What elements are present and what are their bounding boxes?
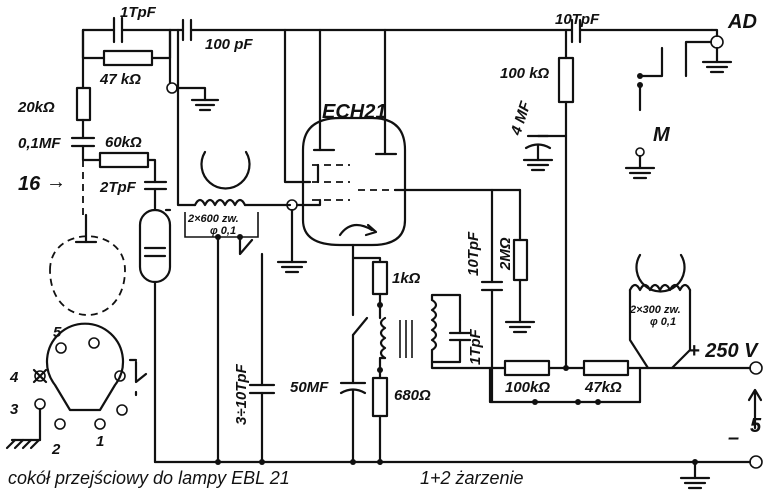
grid-node <box>276 198 322 274</box>
coil-2x600 <box>176 28 292 464</box>
label-ant-ad: AD <box>727 11 757 33</box>
transformer <box>378 293 492 370</box>
resistor-1k <box>371 260 389 308</box>
label-c-1tpf-mid: 1TpF <box>467 328 484 365</box>
label-c-4mf: 4 MF <box>507 99 534 138</box>
label-r-680: 680Ω <box>394 387 431 404</box>
label-r-47k-bottom: 47kΩ <box>584 379 622 396</box>
label-r-100k-bottom: 100kΩ <box>505 379 550 396</box>
antenna-m <box>624 147 656 180</box>
small-tube <box>138 203 172 464</box>
label-r-100k-top: 100 kΩ <box>500 65 550 82</box>
label-minus: – <box>728 427 739 449</box>
capacitor-10tpf-mid <box>480 188 504 404</box>
switch <box>351 256 369 382</box>
supply-terminals <box>747 361 763 469</box>
label-ant-m: M <box>653 124 671 146</box>
label-c-1tpf: 1TpF <box>120 4 157 21</box>
label-c-01mf: 0,1MF <box>18 135 61 152</box>
antenna-ad <box>637 28 733 112</box>
resistor-100k-top <box>557 28 575 371</box>
resistor-47k-top <box>102 49 154 67</box>
label-c-50mf: 50MF <box>290 379 329 396</box>
label-supply-5: 5 <box>750 415 762 437</box>
label-trimmer-3-10tpf: 3÷10TpF <box>233 363 250 425</box>
label-c-2tpf: 2TpF <box>99 179 137 196</box>
label-coil-phi2: φ 0,1 <box>650 316 676 328</box>
caption-note: 1+2 żarzenie <box>420 468 524 488</box>
resistor-680 <box>371 360 389 464</box>
label-pin-3: 3 <box>10 401 19 418</box>
capacitor-4mf <box>522 134 568 172</box>
resistor-chain-bottom <box>488 359 752 405</box>
label-c-10tpf-mid: 10TpF <box>465 231 482 276</box>
top-network <box>70 16 714 215</box>
capacitor-10tpf-top <box>570 18 582 44</box>
label-tube-ech21: ECH21 <box>322 101 386 123</box>
ground-terminal <box>749 455 763 469</box>
label-coil-2x300: 2×300 zw. <box>629 304 681 316</box>
label-r-2m: 2MΩ <box>497 237 514 271</box>
dashed-tube-outline <box>49 213 126 316</box>
resistor-20k <box>75 86 92 122</box>
resistor-2m <box>504 188 536 334</box>
resistor-100k-bottom <box>503 359 551 377</box>
label-pin-5: 5 <box>53 324 62 341</box>
label-input-16: 16 <box>18 173 41 195</box>
label-pin-1: 1 <box>96 433 104 450</box>
tube-ech21 <box>283 28 522 264</box>
coil-2x300 <box>628 253 692 370</box>
arrow-input: → <box>46 171 66 193</box>
label-r-47k-top: 47 kΩ <box>99 71 141 88</box>
label-c-100pf: 100 pF <box>205 36 253 53</box>
label-r-1k: 1kΩ <box>392 270 421 287</box>
resistor-47k-bottom <box>582 359 630 377</box>
label-r-20k: 20kΩ <box>17 99 55 116</box>
ground-rail <box>153 459 752 490</box>
caption-main: cokół przejściowy do lampy EBL 21 <box>8 468 290 488</box>
label-supply-250v: + 250 V <box>688 340 759 362</box>
label-pin-4: 4 <box>9 369 19 386</box>
resistor-60k <box>98 151 150 169</box>
supply-250v-terminal <box>749 361 763 375</box>
capacitor-50mf <box>339 378 367 464</box>
trimmer-3-10tpf <box>248 383 276 464</box>
label-pin-2: 2 <box>51 441 61 458</box>
tube-socket <box>5 322 148 450</box>
caption: cokół przejściowy do lampy EBL 21 1+2 ża… <box>8 468 524 488</box>
label-coil-phi: φ 0,1 <box>210 225 236 237</box>
label-r-60k: 60kΩ <box>105 134 142 151</box>
label-c-10tpf-top: 10TpF <box>555 11 600 28</box>
capacitor-2tpf <box>143 180 168 207</box>
component-labels: 1TpF 100 pF 47 kΩ 20kΩ 0,1MF 60kΩ 16 → 2… <box>9 4 762 458</box>
label-coil-2x600: 2×600 zw. <box>187 213 239 225</box>
